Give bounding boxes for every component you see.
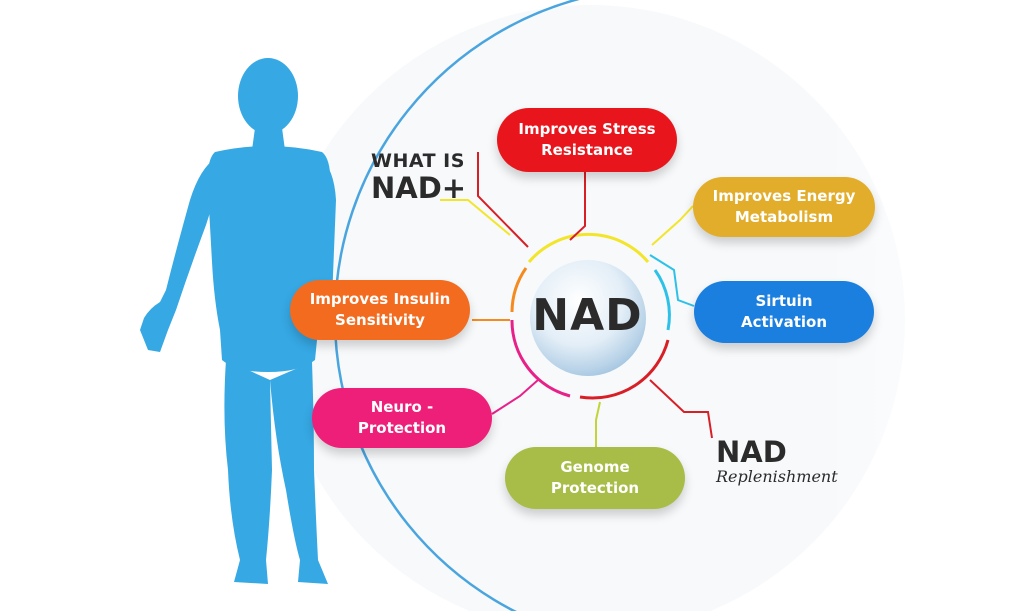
insulin-sensitivity-pill: Improves Insulin Sensitivity	[290, 280, 470, 340]
genome-line-1: Genome	[560, 458, 630, 476]
neuro-line-2: Protection	[357, 419, 447, 437]
insulin-line-2: Sensitivity	[335, 311, 425, 329]
connectors	[440, 152, 713, 450]
energy-line-1: Improves Energy	[712, 187, 856, 205]
sirtuin-activation-pill: Sirtuin Activation	[694, 281, 874, 343]
what-is-nad-title: WHAT IS NAD+	[371, 150, 466, 204]
genome-line-2: Protection	[550, 479, 640, 497]
stress-line-1: Improves Stress	[518, 120, 656, 138]
insulin-line-1: Improves Insulin	[309, 290, 451, 308]
title-line-1: WHAT IS	[371, 150, 465, 172]
nad-replenishment-label: NAD Replenishment	[716, 436, 838, 486]
energy-line-2: Metabolism	[734, 208, 834, 226]
center-nad-label: NAD	[532, 290, 643, 341]
nad-sphere	[530, 260, 646, 376]
genome-protection-pill: Genome Protection	[505, 447, 685, 509]
neuro-protection-pill: Neuro - Protection	[312, 388, 492, 448]
replenishment-line-2: Replenishment	[716, 467, 838, 486]
human-silhouette-icon	[140, 58, 336, 584]
replenishment-line-1: NAD	[716, 435, 787, 469]
sirtuin-line-1: Sirtuin	[755, 292, 813, 310]
stress-line-2: Resistance	[541, 141, 633, 159]
title-line-2: NAD+	[371, 171, 467, 205]
energy-metabolism-pill: Improves Energy Metabolism	[693, 177, 875, 237]
center-ring	[510, 233, 671, 400]
sirtuin-line-2: Activation	[740, 313, 827, 331]
neuro-line-1: Neuro -	[370, 398, 434, 416]
stress-resistance-pill: Improves Stress Resistance	[497, 108, 677, 172]
